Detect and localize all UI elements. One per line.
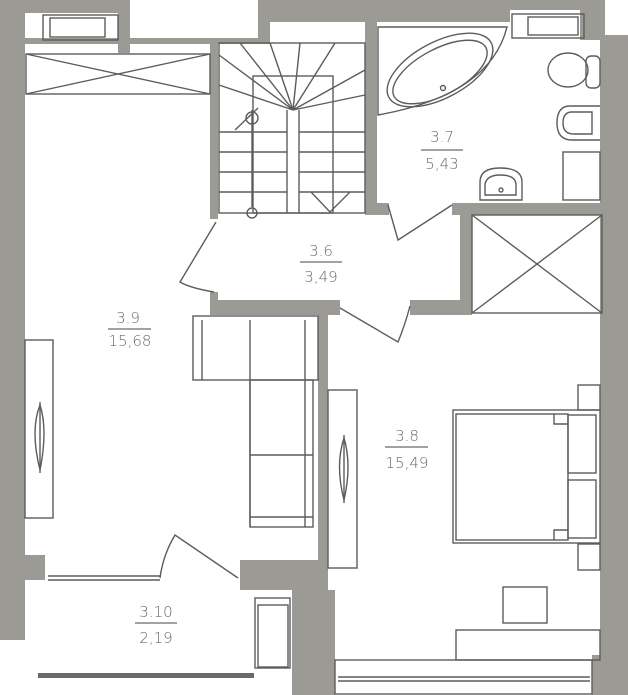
room-number: 3.6 (309, 242, 333, 260)
room-number: 3.7 (430, 128, 454, 146)
sink (479, 167, 523, 201)
wardrobe-top (25, 53, 211, 95)
window-bedroom (334, 659, 593, 695)
staircase (218, 42, 366, 219)
room-number: 3.9 (116, 309, 140, 327)
sofa (192, 315, 319, 528)
room-area: 3,49 (304, 268, 337, 286)
doors (48, 204, 453, 581)
room-3-6-label: 3.6 3,49 (300, 242, 342, 286)
bathroom-cabinet (562, 151, 601, 201)
room-area: 15,49 (386, 454, 429, 472)
bathtub (377, 26, 508, 116)
room-3-8-label: 3.8 15,49 (385, 427, 428, 472)
ventilation-shaft (471, 214, 603, 314)
room-area: 15,68 (109, 332, 152, 350)
room-number: 3.10 (139, 603, 172, 621)
wardrobe-bedroom (327, 389, 358, 569)
desk (455, 629, 601, 661)
toilet (547, 52, 601, 89)
chair (502, 586, 548, 624)
room-number: 3.8 (395, 427, 419, 445)
room-area: 5,43 (425, 155, 458, 173)
room-area: 2,19 (139, 629, 172, 647)
bed (452, 384, 601, 571)
room-3-10-label: 3.10 2,19 (135, 603, 177, 647)
room-3-9-label: 3.9 15,68 (108, 309, 151, 350)
loggia-glazing (38, 597, 291, 678)
window-left (42, 14, 119, 41)
room-3-7-label: 3.7 5,43 (421, 128, 463, 173)
window-bathroom (511, 13, 585, 39)
wardrobe-living (24, 339, 54, 519)
bidet (556, 105, 600, 141)
